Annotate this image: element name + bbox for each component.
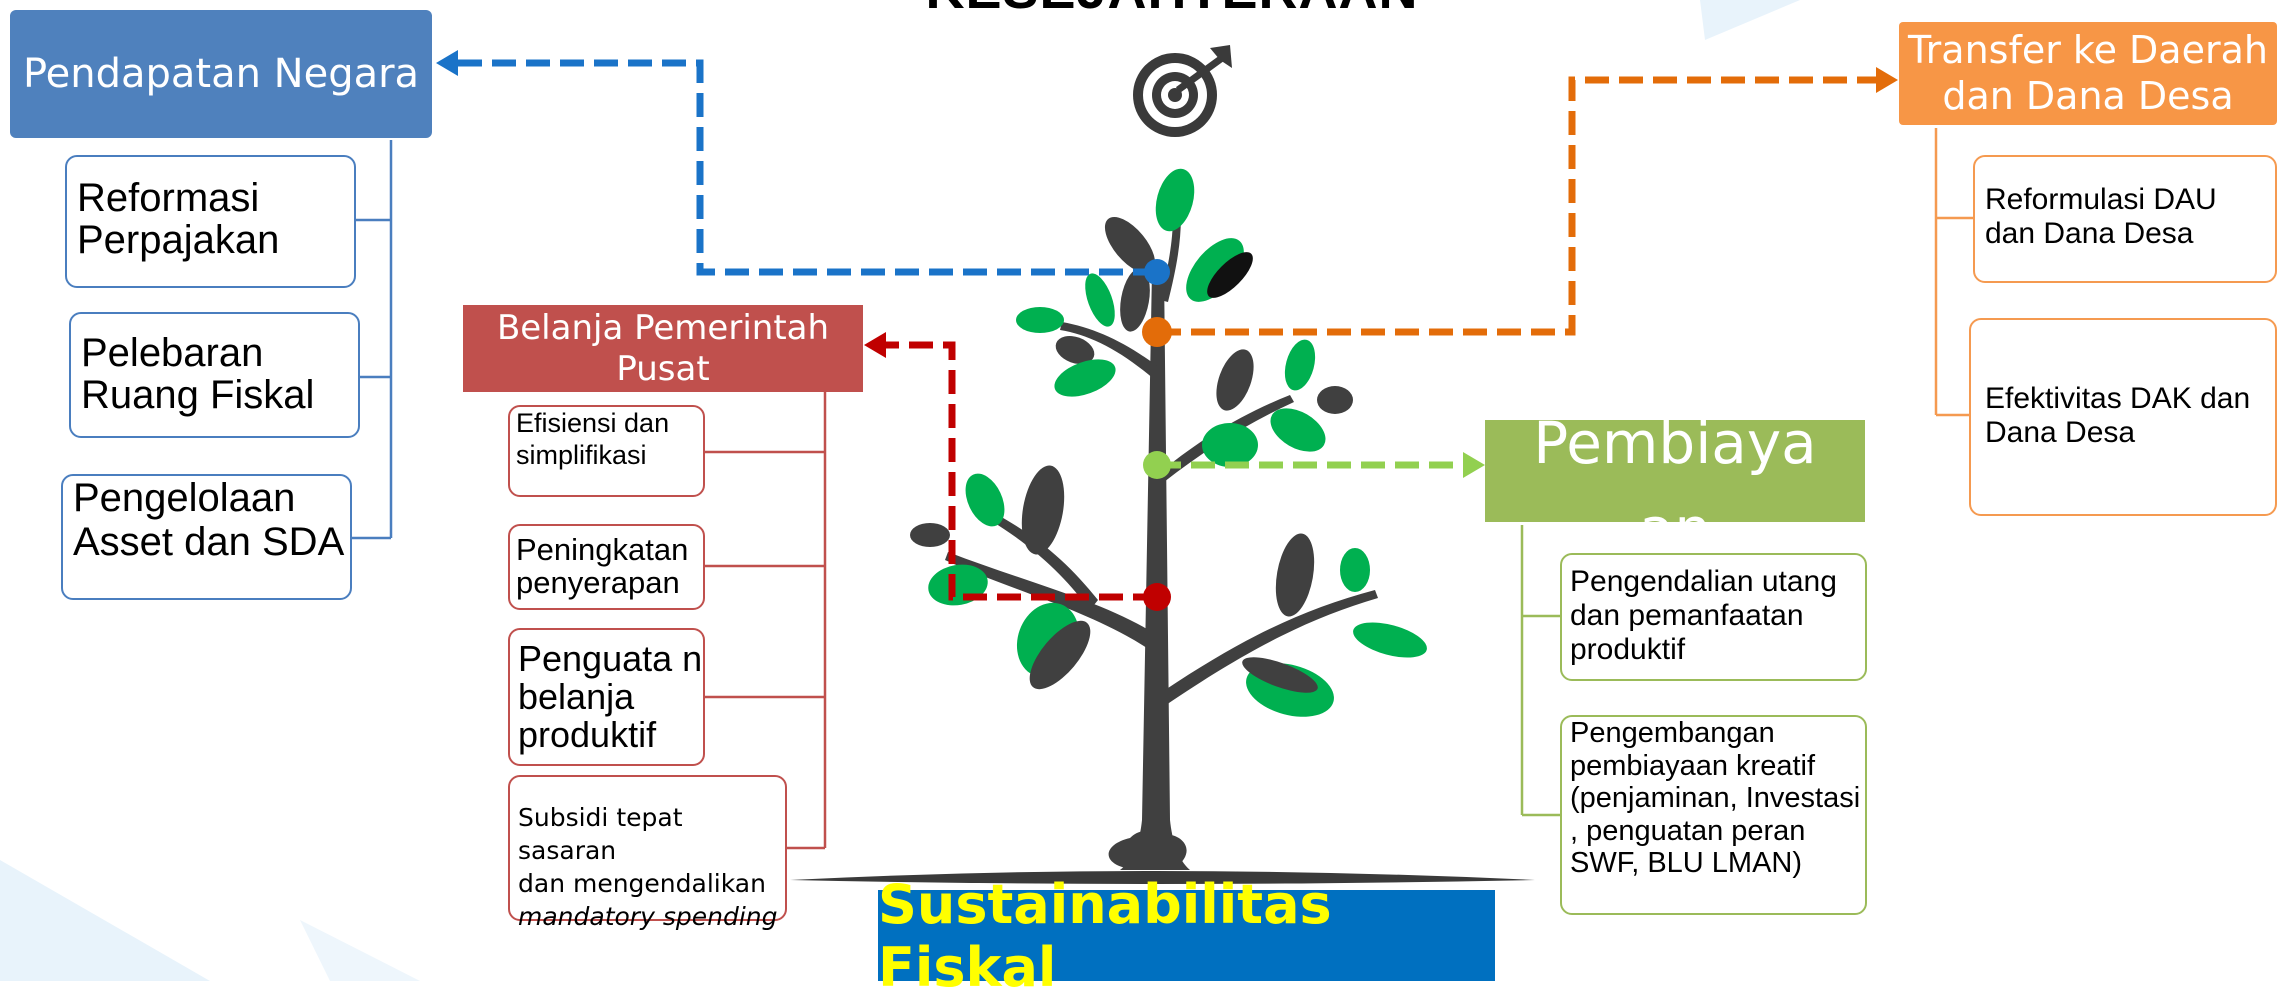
- ground-line: [790, 871, 1535, 884]
- pembiayaan-connector: [1143, 451, 1485, 479]
- pembiayaan-bracket: [1520, 525, 1560, 817]
- bg-shape-bottom-left: [0, 860, 210, 981]
- transfer-bracket: [1934, 128, 1973, 417]
- transfer-item-dak: Efektivitas DAK dan Dana Desa: [1969, 318, 2277, 516]
- page-title: KESEJAHTERAAN: [912, 0, 1432, 20]
- pendapatan-header: Pendapatan Negara: [10, 10, 432, 138]
- pendapatan-bracket: [352, 140, 393, 540]
- belanja-bracket: [705, 392, 827, 850]
- belanja-item-subsidi: Subsidi tepat sasaran dan mengendalikan …: [508, 775, 787, 931]
- subsidi-line-2: dan mengendalikan: [518, 869, 766, 898]
- bg-shape-top-right: [1700, 0, 1800, 40]
- belanja-item-peningkatan: Peningkatan penyerapan: [508, 524, 705, 610]
- pendapatan-item-pelebaran: Pelebaran Ruang Fiskal: [69, 312, 360, 438]
- subsidi-line-1: Subsidi tepat sasaran: [518, 803, 683, 865]
- sustainabilitas-fiskal-banner: Sustainabilitas Fiskal: [878, 873, 1495, 999]
- transfer-header: Transfer ke Daerah dan Dana Desa: [1899, 22, 2277, 125]
- belanja-header: Belanja Pemerintah Pusat: [463, 305, 863, 392]
- bg-shape-bottom: [300, 920, 420, 981]
- subsidi-line-3: mandatory spending: [518, 902, 778, 931]
- pendapatan-item-pengelolaan: Pengelolaan Asset dan SDA: [61, 474, 352, 600]
- tree-leaves: [910, 168, 1427, 717]
- pembiayaan-header-text: Pembiayaan: [1533, 420, 1817, 522]
- pembiayaan-item-kreatif: Pengembangan pembiayaan kreatif (penjami…: [1560, 715, 1867, 915]
- sustainabilitas-fiskal-text: Sustainabilitas Fiskal: [878, 872, 1332, 999]
- pendapatan-connector: [436, 50, 1170, 285]
- transfer-connector: [1142, 67, 1898, 347]
- belanja-connector: [864, 332, 1171, 611]
- pembiayaan-item-utang: Pengendalian utang dan pemanfaatan produ…: [1560, 553, 1867, 681]
- pendapatan-item-reformasi: Reformasi Perpajakan: [65, 155, 356, 288]
- transfer-item-dau: Reformulasi DAU dan Dana Desa: [1973, 155, 2277, 283]
- pembiayaan-header: Pembiayaan: [1485, 420, 1865, 522]
- target-icon: [1133, 45, 1232, 137]
- tree-icon: [945, 200, 1378, 870]
- belanja-item-efisiensi: Efisiensi dan simplifikasi: [508, 405, 705, 497]
- belanja-item-penguatan: Penguata n belanja produktif: [508, 628, 705, 766]
